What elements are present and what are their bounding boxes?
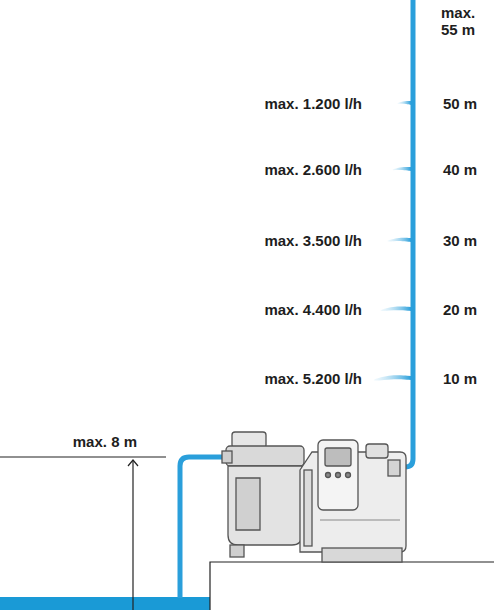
label-holder: max. 8 m (73, 433, 137, 450)
level-line (0, 456, 166, 457)
flow-rate-label: max. 4.400 l/h (264, 301, 362, 318)
label-holder: 20 m (443, 301, 477, 318)
label-holder: max. 1.200 l/h (264, 95, 362, 112)
label-holder: 50 m (443, 95, 477, 112)
height-label: 30 m (443, 232, 477, 249)
water-jet (392, 167, 411, 171)
pump (222, 432, 406, 562)
suction-pipe (180, 457, 222, 598)
platform (210, 562, 494, 610)
label-holder: max. 5.200 l/h (264, 370, 362, 387)
pressure-pipe (398, 0, 413, 467)
label-holder: max. 2.600 l/h (264, 161, 362, 178)
water-jet (397, 101, 411, 105)
label-holder: max. 55 m (441, 4, 491, 38)
label-holder: max. 4.400 l/h (264, 301, 362, 318)
label-holder: 30 m (443, 232, 477, 249)
water-jet (374, 375, 411, 380)
height-label: 20 m (443, 301, 477, 318)
flow-rate-label: max. 1.200 l/h (264, 95, 362, 112)
water-jet (380, 307, 411, 311)
water-surface (0, 597, 210, 610)
height-label: 10 m (443, 370, 477, 387)
flow-rate-label: max. 5.200 l/h (264, 370, 362, 387)
water-jet (387, 238, 411, 242)
height-label: 50 m (443, 95, 477, 112)
label-holder: max. 3.500 l/h (264, 232, 362, 249)
label-holder: 40 m (443, 161, 477, 178)
flow-rate-label: max. 3.500 l/h (264, 232, 362, 249)
height-arrow (132, 460, 133, 610)
label-holder: 10 m (443, 370, 477, 387)
suction-height-label: max. 8 m (73, 433, 137, 450)
height-label: 40 m (443, 161, 477, 178)
flow-rate-label: max. 2.600 l/h (264, 161, 362, 178)
arrow-head (128, 460, 138, 466)
height-label: max. 55 m (441, 4, 491, 38)
